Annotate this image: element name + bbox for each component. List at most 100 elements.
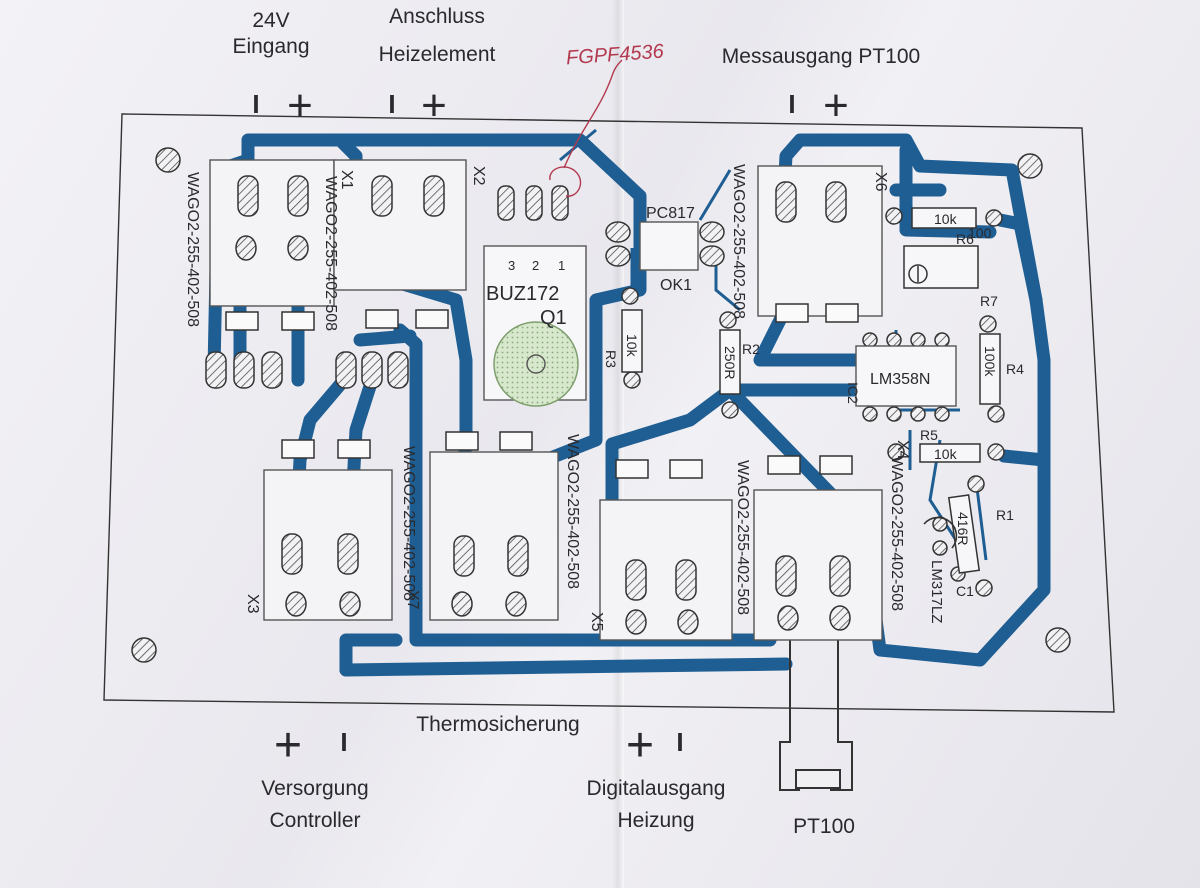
plus-sign: + [287, 81, 313, 130]
resistor-r3 [621, 309, 643, 373]
trace [339, 657, 793, 677]
latch [669, 459, 703, 479]
q1-ref-label: Q1 [540, 307, 567, 329]
pad [975, 579, 993, 597]
resistor-r4 [979, 333, 1001, 405]
ok1-part-label: PC817 [646, 205, 695, 222]
trace [997, 449, 1051, 467]
lm317-label: LM317LZ [928, 560, 945, 623]
r2-value-label: 250R [722, 346, 738, 379]
label-messausgang-pt100: Messausgang PT100 [721, 45, 921, 68]
x6-part-label: WAGO2-255-402-508 [730, 164, 747, 319]
ic2-part-label: LM358N [870, 371, 930, 388]
mounting-hole [155, 147, 181, 173]
latch [225, 311, 259, 331]
trimmer-knob [908, 264, 928, 284]
trimmer-r7 [903, 245, 979, 289]
pad [623, 371, 641, 389]
pad [886, 332, 902, 348]
plus-sign: + [273, 719, 303, 772]
pad [505, 591, 527, 617]
latch [445, 431, 479, 451]
r1-value-label: 416R [955, 512, 971, 545]
pad [507, 535, 529, 577]
board-outline [103, 113, 1115, 713]
r5-ref-label: R5 [920, 427, 938, 443]
pad [910, 332, 926, 348]
r4-value-label: 100k [982, 346, 998, 377]
x7-part-label: WAGO2-255-402-508 [564, 434, 581, 589]
pad [862, 406, 878, 422]
label-digitalausgang-heizung: Digitalausgang Heizung [566, 776, 746, 835]
pad [775, 555, 797, 597]
x7-label: X7 [404, 590, 421, 610]
x4-label: X4 [894, 440, 911, 460]
trace [339, 633, 403, 677]
minus-sign: I [388, 89, 396, 119]
pcb-text: WAGO2-255-402-508 WAGO2-255-402-508 WAGO… [184, 41, 1024, 632]
latch [365, 309, 399, 329]
r6-value-label: 10k [934, 211, 958, 227]
mounting-hole [131, 637, 157, 663]
pad [985, 209, 1003, 227]
trace [993, 213, 1043, 307]
pad [886, 406, 902, 422]
latch [615, 459, 649, 479]
q1-heatsink-center [526, 354, 546, 374]
pad [910, 406, 926, 422]
pad [237, 175, 259, 217]
pad [551, 185, 569, 221]
thin-track [974, 479, 988, 561]
pad [987, 443, 1005, 461]
latch [775, 303, 809, 323]
pad [497, 185, 515, 221]
r1-ref-label: R1 [996, 507, 1014, 523]
pad [862, 332, 878, 348]
latch [281, 439, 315, 459]
r4-ref-label: R4 [1006, 361, 1024, 377]
latch [337, 439, 371, 459]
label-versorgung: Versorgung [261, 777, 369, 800]
pad [337, 533, 359, 575]
pad [453, 535, 475, 577]
handwritten-note: FGPF4536 [565, 41, 665, 70]
trace [773, 133, 1043, 307]
r6-ref-label: R6 [956, 231, 974, 247]
minus-sign: I [788, 89, 796, 119]
label-24v: 24V [252, 9, 290, 32]
pad [261, 351, 283, 389]
latch [819, 455, 853, 475]
label-versorgung-controller: Versorgung Controller [240, 776, 390, 835]
trace [353, 329, 417, 347]
r2-ref-label: R2 [742, 341, 760, 357]
plus-sign: + [625, 719, 655, 772]
label-controller: Controller [269, 809, 361, 833]
pad [605, 221, 631, 243]
pad [885, 207, 903, 225]
pad [777, 605, 799, 631]
ic2-ref-label: IC2 [845, 382, 861, 404]
mounting-hole [1045, 627, 1071, 653]
wago-connector-x1 [209, 159, 335, 307]
minus-sign: I [676, 727, 684, 757]
q1-pin-3: 3 [508, 258, 515, 273]
x4-part-label: WAGO2-255-402-508 [888, 456, 905, 611]
wago-connector-x7 [429, 451, 559, 621]
x3-part-label: WAGO2-255-402-508 [400, 446, 417, 601]
resistor-r5 [919, 443, 981, 463]
wago-connector-x5 [599, 499, 733, 641]
q1-pin-2: 2 [532, 258, 539, 273]
thin-track [559, 128, 597, 162]
label-digitalausgang: Digitalausgang [586, 777, 726, 800]
q1-pin-1: 1 [558, 258, 565, 273]
pad [339, 591, 361, 617]
pad [699, 221, 725, 243]
c1-ref-label: C1 [956, 583, 974, 599]
plus-sign: + [823, 81, 849, 130]
pad [932, 540, 948, 556]
r8-value-label: 100 [968, 225, 992, 241]
pad [361, 351, 383, 389]
label-anschluss: Anschluss [389, 5, 485, 28]
pad [287, 235, 309, 261]
